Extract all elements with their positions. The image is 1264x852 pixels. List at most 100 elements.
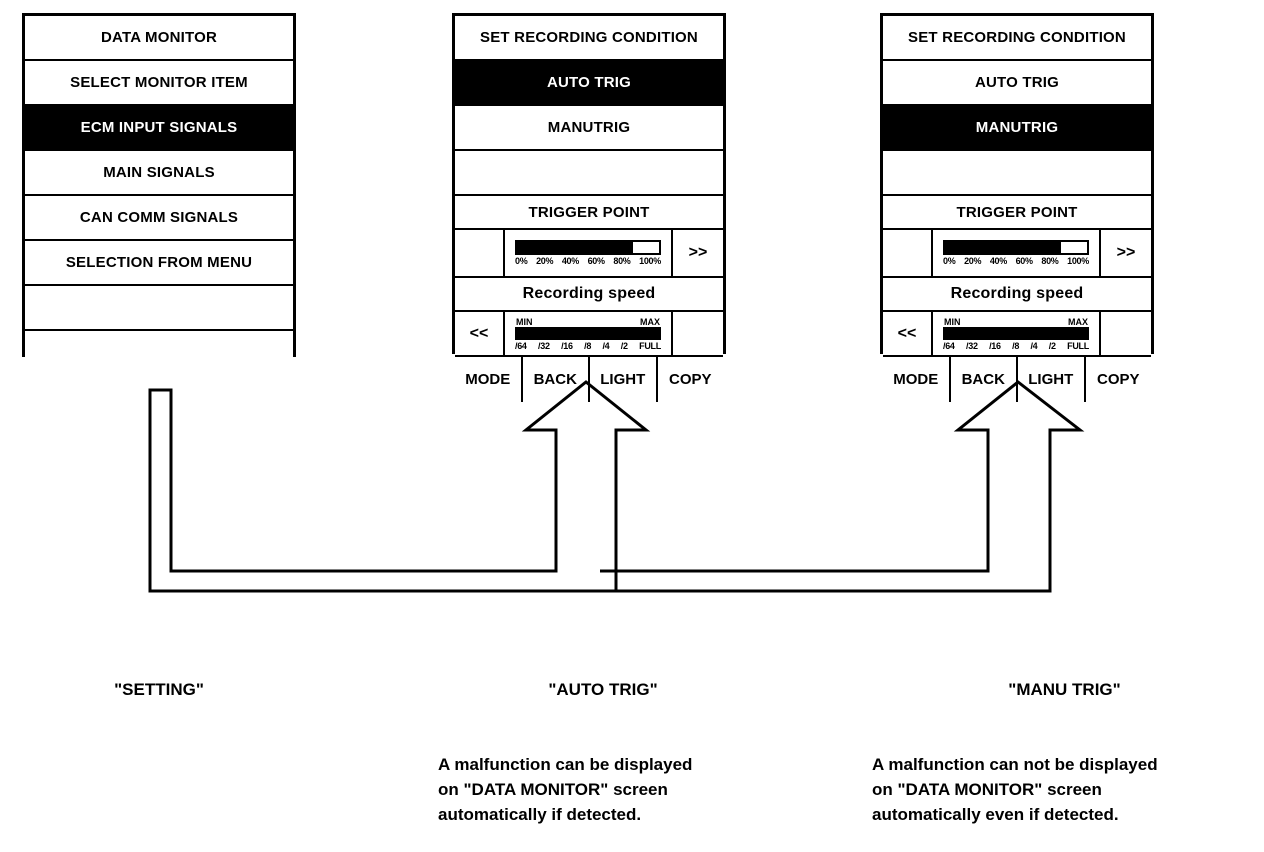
tick: 60% — [587, 256, 605, 266]
menu-row-main-signals[interactable]: MAIN SIGNALS — [25, 151, 293, 196]
tick: /64 — [515, 340, 527, 351]
manu-panel-key-light[interactable]: LIGHT — [1018, 357, 1086, 402]
manu-panel-key-back[interactable]: BACK — [951, 357, 1018, 402]
manu-panel-recording-speed-label: Recording speed — [883, 278, 1151, 312]
caption-manu-trig: "MANU TRIG" A malfunction can not be dis… — [872, 627, 1257, 852]
tick: /32 — [538, 340, 550, 351]
auto-panel-trigger-gauge-fill — [517, 242, 634, 253]
menu-row-select-monitor-item[interactable]: SELECT MONITOR ITEM — [25, 61, 293, 106]
auto-panel-trigger-ticks: 0% 20% 40% 60% 80% 100% — [513, 256, 663, 266]
caption-manu-trig-body: A malfunction can not be displayed on "D… — [872, 755, 1158, 824]
tick: /16 — [561, 340, 573, 351]
manu-panel-speed-right-key[interactable] — [1099, 312, 1151, 355]
manu-panel-trigger-point-label: TRIGGER POINT — [883, 196, 1151, 230]
menu-row-empty-2[interactable] — [25, 331, 293, 376]
set-recording-condition-panel-manu: SET RECORDING CONDITION AUTO TRIG MANUTR… — [880, 13, 1154, 402]
manu-panel-trigger-point-row: 0% 20% 40% 60% 80% 100% >> — [883, 230, 1151, 278]
manu-panel-speed-ticks: /64 /32 /16 /8 /4 /2 FULL — [941, 341, 1091, 351]
auto-panel-trigger-left-key[interactable] — [455, 230, 505, 276]
auto-panel-speed-gauge-cell: MIN MAX /64 /32 /16 /8 /4 /2 FULL — [505, 312, 671, 355]
auto-panel-key-back[interactable]: BACK — [523, 357, 590, 402]
set-recording-condition-panel-auto: SET RECORDING CONDITION AUTO TRIG MANUTR… — [452, 13, 726, 402]
tick: 20% — [536, 256, 554, 266]
auto-panel-recording-speed-row: << MIN MAX /64 /32 /16 /8 /4 /2 FULL — [455, 312, 723, 357]
auto-panel-trigger-point-label: TRIGGER POINT — [455, 196, 723, 230]
manu-panel-option-manu-trig[interactable]: MANUTRIG — [883, 106, 1151, 151]
tick: /8 — [1012, 340, 1020, 351]
tick: 100% — [1067, 256, 1089, 266]
tick: /32 — [966, 340, 978, 351]
connector-to-manu-trig — [586, 380, 1085, 593]
tick: /2 — [620, 340, 628, 351]
caption-auto-trig: "AUTO TRIG" A malfunction can be display… — [438, 627, 768, 852]
menu-row-can-comm-signals[interactable]: CAN COMM SIGNALS — [25, 196, 293, 241]
manu-panel-speed-gauge-cell: MIN MAX /64 /32 /16 /8 /4 /2 FULL — [933, 312, 1099, 355]
tick: FULL — [1067, 340, 1089, 351]
tick: /4 — [1030, 340, 1038, 351]
auto-panel-speed-right-key[interactable] — [671, 312, 723, 355]
manu-panel-trigger-left-key[interactable] — [883, 230, 933, 276]
auto-panel-title: SET RECORDING CONDITION — [455, 16, 723, 61]
manu-panel-speed-left-key[interactable]: << — [883, 312, 933, 355]
auto-panel-key-light[interactable]: LIGHT — [590, 357, 658, 402]
menu-row-selection-from-menu[interactable]: SELECTION FROM MENU — [25, 241, 293, 286]
auto-panel-key-copy[interactable]: COPY — [668, 371, 712, 388]
manu-panel-recording-speed-row: << MIN MAX /64 /32 /16 /8 /4 /2 FULL — [883, 312, 1151, 357]
speed-max-label: MAX — [640, 316, 660, 327]
manu-panel-option-empty[interactable] — [883, 151, 1151, 196]
manu-panel-trigger-right-key[interactable]: >> — [1099, 230, 1151, 276]
manu-panel-trigger-gauge-cell: 0% 20% 40% 60% 80% 100% — [933, 230, 1099, 276]
auto-panel-speed-minmax: MIN MAX — [513, 317, 663, 327]
auto-panel-option-auto-trig[interactable]: AUTO TRIG — [455, 61, 723, 106]
caption-manu-trig-title: "MANU TRIG" — [1008, 680, 1121, 699]
caption-auto-trig-title: "AUTO TRIG" — [548, 680, 658, 699]
auto-panel-trigger-gauge[interactable] — [515, 240, 661, 255]
manu-panel-trigger-gauge-fill — [945, 242, 1062, 253]
auto-panel-option-manu-trig[interactable]: MANUTRIG — [455, 106, 723, 151]
manu-panel-speed-gauge[interactable] — [943, 326, 1089, 340]
tick: 80% — [613, 256, 631, 266]
auto-panel-recording-speed-label: Recording speed — [455, 278, 723, 312]
menu-row-ecm-input-signals[interactable]: ECM INPUT SIGNALS — [25, 106, 293, 151]
tick: 20% — [964, 256, 982, 266]
caption-setting: "SETTING" — [22, 627, 296, 727]
menu-row-empty-1[interactable] — [25, 286, 293, 331]
menu-row-data-monitor[interactable]: DATA MONITOR — [25, 16, 293, 61]
auto-panel-option-empty[interactable] — [455, 151, 723, 196]
tick: 100% — [639, 256, 661, 266]
tick: /64 — [943, 340, 955, 351]
auto-panel-key-mode[interactable]: MODE — [455, 357, 523, 402]
auto-panel-trigger-right-key[interactable]: >> — [671, 230, 723, 276]
tick: /16 — [989, 340, 1001, 351]
auto-panel-speed-gauge[interactable] — [515, 326, 661, 340]
manu-panel-trigger-ticks: 0% 20% 40% 60% 80% 100% — [941, 256, 1091, 266]
auto-panel-trigger-point-row: 0% 20% 40% 60% 80% 100% >> — [455, 230, 723, 278]
connector-setting-to-auto-trig — [148, 380, 651, 593]
tick: /4 — [602, 340, 610, 351]
tick: FULL — [639, 340, 661, 351]
tick: /2 — [1048, 340, 1056, 351]
auto-panel-softkey-row: MODE BACK LIGHT COPY — [455, 357, 723, 402]
speed-min-label: MIN — [944, 316, 961, 327]
manu-panel-speed-gauge-fill — [945, 328, 1087, 338]
tick: 40% — [989, 256, 1007, 266]
manu-panel-speed-minmax: MIN MAX — [941, 317, 1091, 327]
auto-panel-speed-gauge-fill — [517, 328, 659, 338]
tick: 0% — [515, 256, 528, 266]
speed-max-label: MAX — [1068, 316, 1088, 327]
tick: /8 — [584, 340, 592, 351]
manu-panel-title: SET RECORDING CONDITION — [883, 16, 1151, 61]
manu-panel-trigger-gauge[interactable] — [943, 240, 1089, 255]
manu-panel-option-auto-trig[interactable]: AUTO TRIG — [883, 61, 1151, 106]
manu-panel-softkey-row: MODE BACK LIGHT COPY — [883, 357, 1151, 402]
tick: 60% — [1015, 256, 1033, 266]
speed-min-label: MIN — [516, 316, 533, 327]
tick: 0% — [943, 256, 956, 266]
caption-setting-title: "SETTING" — [114, 680, 204, 699]
caption-auto-trig-body: A malfunction can be displayed on "DATA … — [438, 755, 693, 824]
manu-panel-key-mode[interactable]: MODE — [883, 357, 951, 402]
tick: 80% — [1041, 256, 1059, 266]
auto-panel-speed-ticks: /64 /32 /16 /8 /4 /2 FULL — [513, 341, 663, 351]
auto-panel-speed-left-key[interactable]: << — [455, 312, 505, 355]
manu-panel-key-copy[interactable]: COPY — [1096, 371, 1140, 388]
